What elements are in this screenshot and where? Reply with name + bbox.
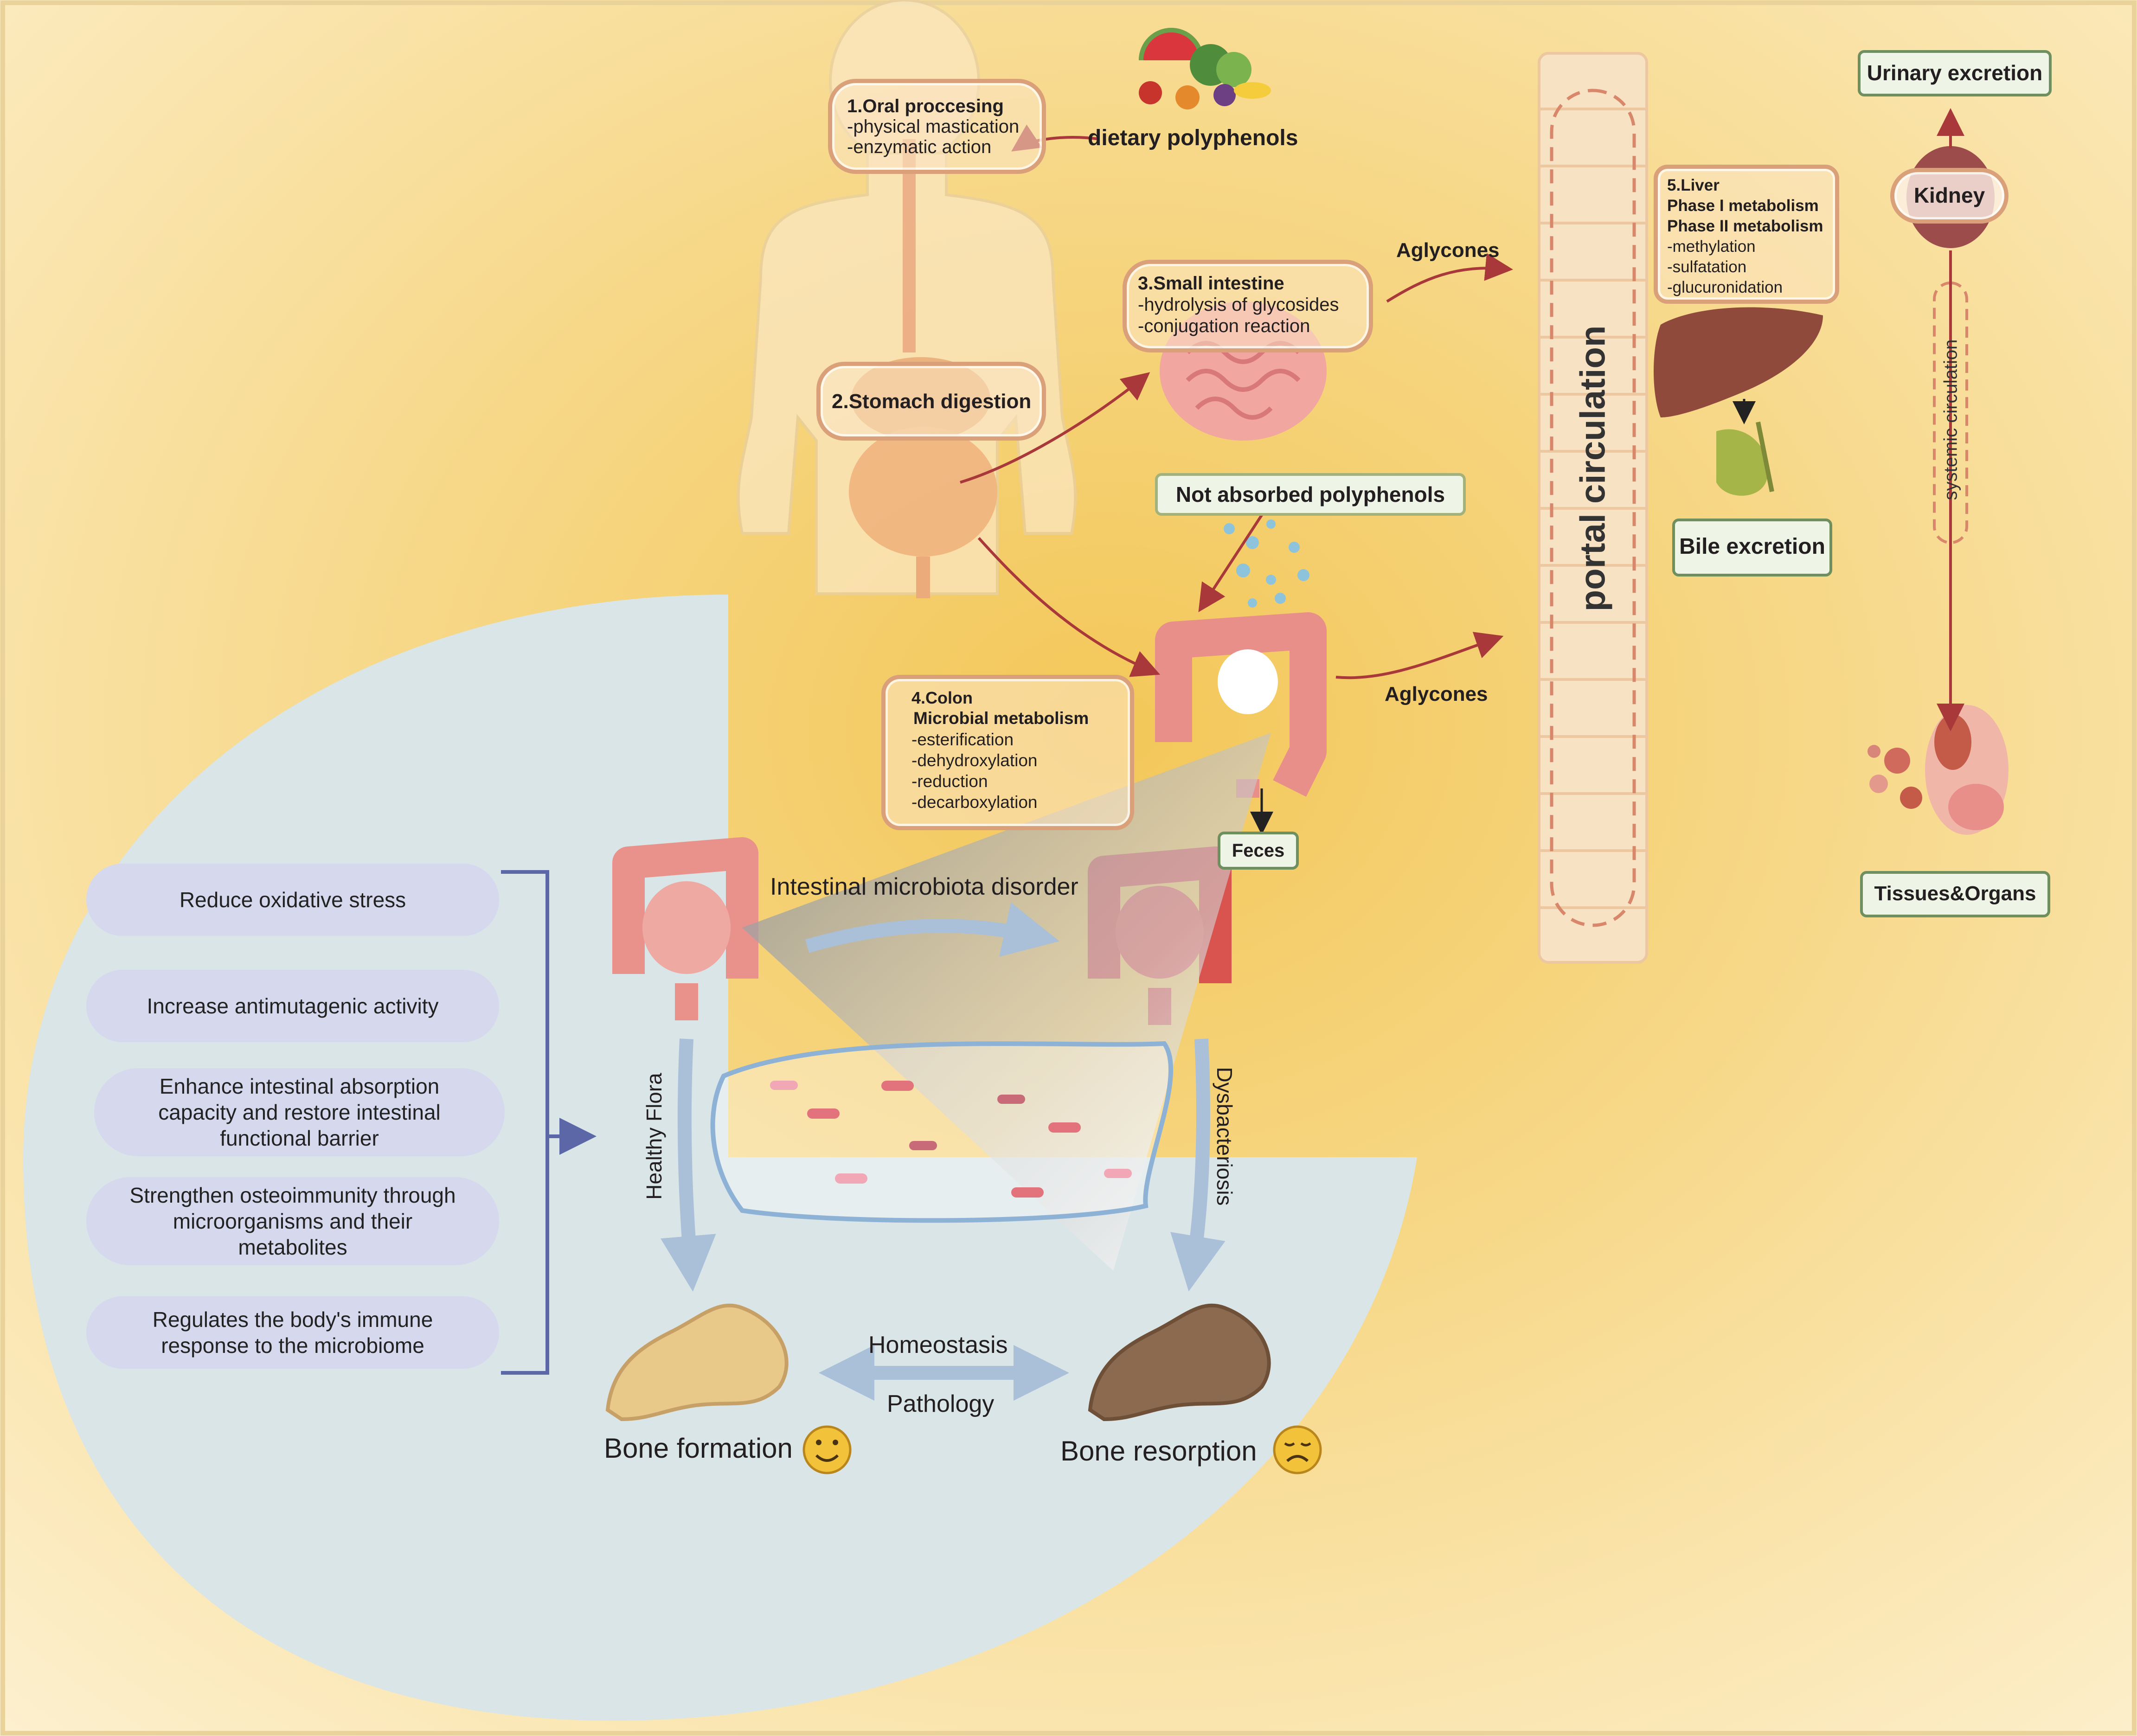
- effect-line: Increase antimutagenic activity: [147, 994, 439, 1018]
- effect-line: Reduce oxidative stress: [179, 888, 406, 912]
- arrow-aglycones-top: [1386, 253, 1513, 303]
- small-intestine-line-2: -conjugation reaction: [1138, 316, 1310, 336]
- effects-bracket: [501, 870, 549, 1375]
- bile-excretion-box: Bile excretion: [1672, 519, 1832, 577]
- resorbed-bone-icon: [1088, 1303, 1271, 1422]
- tissues-organs-box: Tissues&Organs: [1860, 871, 2050, 917]
- effect-line: Regulates the body's immune: [152, 1307, 433, 1332]
- oral-line-2: -enzymatic action: [847, 137, 992, 157]
- effect-line: functional barrier: [220, 1126, 379, 1150]
- portal-circulation-label: portal circulation: [1573, 325, 1613, 612]
- effect-item: Strengthen osteoimmunity through microor…: [86, 1177, 499, 1265]
- effect-line: response to the microbiome: [161, 1333, 424, 1358]
- colon-line-2: -dehydroxylation: [911, 751, 1038, 770]
- arrow-aglycones-bottom: [1335, 632, 1504, 679]
- effect-line: capacity and restore intestinal: [158, 1100, 441, 1124]
- feces-box: Feces: [1218, 832, 1299, 870]
- organs-icon: [1867, 705, 2009, 835]
- oral-processing-box: 1.Oral proccesing -physical mastication …: [828, 79, 1046, 174]
- healthy-colon-icon: [612, 837, 758, 1020]
- aglycones-bottom-label: Aglycones: [1385, 683, 1488, 705]
- aglycones-top-label: Aglycones: [1396, 239, 1500, 262]
- bone-resorption-label: Bone resorption: [1060, 1435, 1257, 1467]
- dietary-polyphenols-label: dietary polyphenols: [1088, 126, 1298, 150]
- bone-formation-label: Bone formation: [604, 1433, 793, 1464]
- oral-title: 1.Oral proccesing: [847, 96, 1004, 116]
- small-intestine-title: 3.Small intestine: [1138, 273, 1284, 294]
- healthy-flora-label: Healthy Flora: [642, 1073, 666, 1200]
- healthy-bone-icon: [605, 1303, 789, 1422]
- colon-line-4: -decarboxylation: [911, 793, 1038, 812]
- portal-circulation-column: [1538, 52, 1648, 964]
- arrow-microbiota-disorder: [805, 902, 1060, 957]
- colon-line-1: -esterification: [911, 730, 1014, 749]
- gallbladder-icon: [1716, 422, 1774, 496]
- not-absorbed-box: Not absorbed polyphenols: [1155, 473, 1466, 516]
- arrow-stomach-to-small-intestine: [960, 372, 1150, 484]
- effect-item: Reduce oxidative stress: [86, 864, 499, 936]
- effect-line: metabolites: [238, 1235, 347, 1259]
- colon-subtitle: Microbial metabolism: [913, 709, 1089, 728]
- liver-title: 5.Liver: [1667, 176, 1720, 194]
- arrow-not-absorbed: [1198, 500, 1272, 613]
- dysbacteriosis-label: Dysbacteriosis: [1213, 1067, 1237, 1206]
- stomach-box: 2.Stomach digestion: [816, 362, 1046, 441]
- effect-item: Enhance intestinal absorption capacity a…: [94, 1068, 505, 1156]
- small-intestine-box: 3.Small intestine -hydrolysis of glycosi…: [1123, 260, 1373, 352]
- kidney-box: Kidney: [1890, 168, 2009, 224]
- effect-line: Enhance intestinal absorption: [159, 1074, 440, 1098]
- small-intestine-line-1: -hydrolysis of glycosides: [1138, 295, 1339, 315]
- oral-line-1: -physical mastication: [847, 116, 1020, 137]
- sad-icon: [1273, 1425, 1322, 1474]
- arrow-to-colon: [977, 537, 1161, 677]
- effect-item: Increase antimutagenic activity: [86, 970, 499, 1042]
- liver-icon: [1654, 307, 1823, 417]
- zoom-beam: [742, 733, 1271, 1271]
- microbiota-disorder-label: Intestinal microbiota disorder: [770, 873, 1078, 900]
- liver-line-1: -methylation: [1667, 237, 1756, 256]
- smile-icon: [802, 1425, 852, 1474]
- stomach-title: 2.Stomach digestion: [832, 390, 1032, 413]
- homeostasis-label: Homeostasis: [868, 1332, 1008, 1358]
- food-icon: [1139, 28, 1271, 109]
- effect-item: Regulates the body's immune response to …: [86, 1296, 499, 1369]
- liver-line-2: -sulfatation: [1667, 258, 1747, 276]
- liver-box: 5.Liver Phase I metabolism Phase II meta…: [1654, 165, 1839, 304]
- effect-line: Strengthen osteoimmunity through: [129, 1183, 456, 1207]
- colon-line-3: -reduction: [911, 772, 988, 791]
- urinary-excretion-box: Urinary excretion: [1858, 50, 2052, 96]
- systemic-circulation-label: systemic circulation: [1940, 339, 1961, 500]
- liver-line-3: -glucuronidation: [1667, 278, 1783, 296]
- arrow-healthy-flora: [660, 1038, 716, 1292]
- not-absorbed-polyphenols-drops: [1224, 519, 1309, 608]
- liver-phase1: Phase I metabolism: [1667, 197, 1819, 215]
- arrow-dysbacteriosis: [1170, 1038, 1226, 1292]
- liver-phase2: Phase II metabolism: [1667, 217, 1823, 235]
- colon-title: 4.Colon: [911, 688, 973, 707]
- pathology-label: Pathology: [887, 1390, 995, 1417]
- effect-line: microorganisms and their: [173, 1209, 413, 1233]
- bacteria-icon: [710, 1041, 1174, 1223]
- colon-box: 4.Colon Microbial metabolism -esterifica…: [881, 675, 1134, 830]
